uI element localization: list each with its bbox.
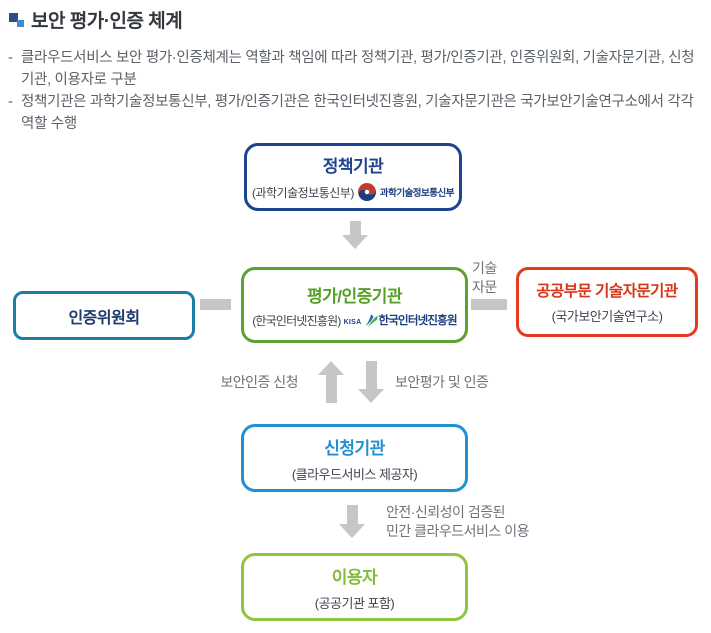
use-label: 안전·신뢰성이 검증된 민간 클라우드서비스 이용 — [386, 504, 529, 539]
certification-committee-title: 인증위원회 — [68, 309, 140, 327]
applicant-org-subtitle: (클라우드서비스 제공자) — [291, 466, 418, 482]
tech-advice-label: 기술 자문 — [472, 260, 497, 295]
connector-committee-evaluator — [200, 299, 231, 310]
policy-org-subtitle: (과학기술정보통신부) — [251, 185, 354, 200]
msit-taegeuk-logo-icon — [357, 183, 376, 201]
advisor-org-box: 공공부문 기술자문기관 (국가보안기술연구소) — [516, 267, 698, 337]
certification-committee-box: 인증위원회 — [13, 291, 195, 340]
policy-org-box: 정책기관 (과학기술정보통신부) 과학기술정보통신부 — [244, 143, 462, 211]
applicant-org-box: 신청기관 (클라우드서비스 제공자) — [241, 424, 468, 492]
arrow-head-down-icon — [339, 524, 365, 538]
user-org-subtitle: (공공기관 포함) — [314, 595, 395, 611]
arrow-head-down-icon — [358, 389, 384, 403]
evaluate-label: 보안평가 및 인증 — [395, 374, 489, 390]
kisa-logo-label: 한국인터넷진흥원 — [378, 315, 458, 327]
evaluator-org-box: 평가/인증기관 (한국인터넷진흥원) KISA 한국인터넷진흥원 — [241, 267, 468, 343]
kisa-wordmark: KISA — [343, 319, 362, 326]
arrow-evaluator-to-applicant — [358, 361, 384, 403]
connector-evaluator-advisor — [471, 299, 507, 310]
evaluator-org-subtitle: (한국인터넷진흥원) — [252, 313, 341, 328]
advisor-org-subtitle: (국가보안기술연구소) — [551, 309, 663, 324]
arrow-head-down-icon — [342, 235, 368, 249]
double-square-bullet-icon — [8, 11, 26, 29]
intro-bullet-text: 정책기관은 과학기술정보통신부, 평가/인증기관은 한국인터넷진흥원, 기술자문… — [21, 94, 694, 132]
intro-bullet-text: 클라우드서비스 보안 평가·인증체계는 역할과 책임에 따라 정책기관, 평가/… — [21, 50, 695, 88]
user-org-box: 이용자 (공공기관 포함) — [241, 553, 468, 621]
msit-logo-label: 과학기술정보통신부 — [379, 188, 455, 199]
advisor-org-title: 공공부문 기술자문기관 — [536, 283, 678, 300]
intro-bullet: - 정책기관은 과학기술정보통신부, 평가/인증기관은 한국인터넷진흥원, 기술… — [8, 91, 706, 135]
arrow-head-up-icon — [318, 361, 344, 375]
evaluator-org-title: 평가/인증기관 — [306, 286, 403, 306]
intro-text: - 클라우드서비스 보안 평가·인증체계는 역할과 책임에 따라 정책기관, 평… — [8, 47, 706, 135]
page-title: 보안 평가·인증 체계 — [31, 11, 183, 32]
bullet-dash: - — [8, 94, 13, 110]
intro-bullet: - 클라우드서비스 보안 평가·인증체계는 역할과 책임에 따라 정책기관, 평… — [8, 47, 706, 91]
section-header: 보안 평가·인증 체계 — [8, 6, 183, 33]
policy-org-title: 정책기관 — [322, 157, 384, 176]
user-org-title: 이용자 — [331, 567, 378, 587]
applicant-org-title: 신청기관 — [324, 438, 385, 458]
kisa-logo: KISA 한국인터넷진흥원 — [343, 312, 458, 328]
arrow-applicant-to-user — [339, 505, 365, 538]
arrow-applicant-to-evaluator — [318, 361, 344, 403]
apply-label: 보안인증 신청 — [220, 374, 298, 390]
bullet-dash: - — [8, 50, 13, 66]
arrow-policy-to-evaluator — [342, 221, 368, 249]
kisa-logo-icon — [365, 314, 377, 327]
